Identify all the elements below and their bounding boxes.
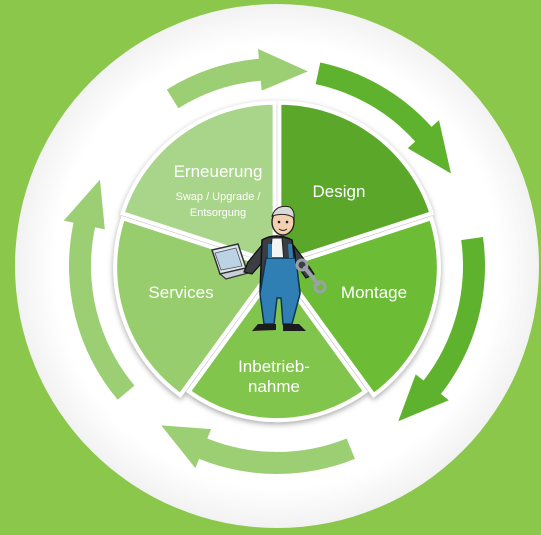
segment-erneuerung <box>119 100 277 266</box>
arrow-top-left <box>166 48 308 109</box>
arrow-right <box>398 237 486 422</box>
arrow-bottom <box>161 425 355 474</box>
label-erneuerung-sub2: Entsorgung <box>190 207 246 219</box>
label-services: Services <box>148 283 213 302</box>
pie-segments <box>113 100 441 422</box>
technician-figure <box>211 205 327 331</box>
wrench-icon <box>295 258 327 294</box>
label-montage: Montage <box>341 283 407 302</box>
cycle-arrows <box>63 48 486 474</box>
arrow-left <box>63 179 135 400</box>
label-design: Design <box>313 182 366 201</box>
segment-design <box>277 100 435 266</box>
segment-montage <box>277 215 441 398</box>
segment-inbetriebnahme <box>186 266 368 422</box>
label-inbetriebnahme-line1: Inbetrieb- <box>238 357 310 376</box>
arrow-top-right <box>315 62 451 174</box>
label-erneuerung: Erneuerung <box>174 162 263 181</box>
label-inbetriebnahme-line2: nahme <box>248 377 300 396</box>
label-erneuerung-sub1: Swap / Upgrade / <box>176 191 262 203</box>
